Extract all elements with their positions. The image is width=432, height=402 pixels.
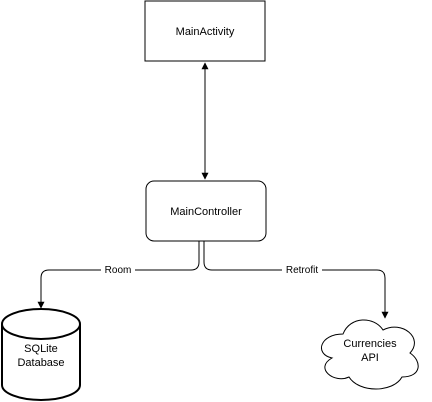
main-activity-node[interactable]: MainActivity (144, 0, 266, 62)
cloud-label-line1: Currencies (343, 338, 397, 350)
cloud-label-line2: API (361, 352, 379, 364)
retrofit-edge-label: Retrofit (286, 265, 318, 276)
retrofit-label-bg (282, 263, 322, 276)
database-cylinder-top (1, 308, 81, 340)
cloud-shape (321, 319, 419, 390)
main-controller-box (145, 180, 267, 242)
retrofit-edge (203, 241, 389, 319)
room-edge-label: Room (105, 265, 132, 276)
database-label-line2: Database (17, 357, 64, 369)
main-activity-label: MainActivity (176, 26, 235, 38)
sqlite-database-node[interactable]: SQLite Database (1, 308, 81, 401)
room-label-bg (101, 263, 135, 276)
currencies-api-node[interactable]: Currencies API (321, 319, 419, 390)
database-cylinder-body (1, 324, 81, 401)
main-controller-node[interactable]: MainController (145, 180, 267, 242)
database-label-line1: SQLite (24, 343, 58, 355)
main-controller-label: MainController (170, 206, 242, 218)
main-activity-box (144, 0, 266, 62)
